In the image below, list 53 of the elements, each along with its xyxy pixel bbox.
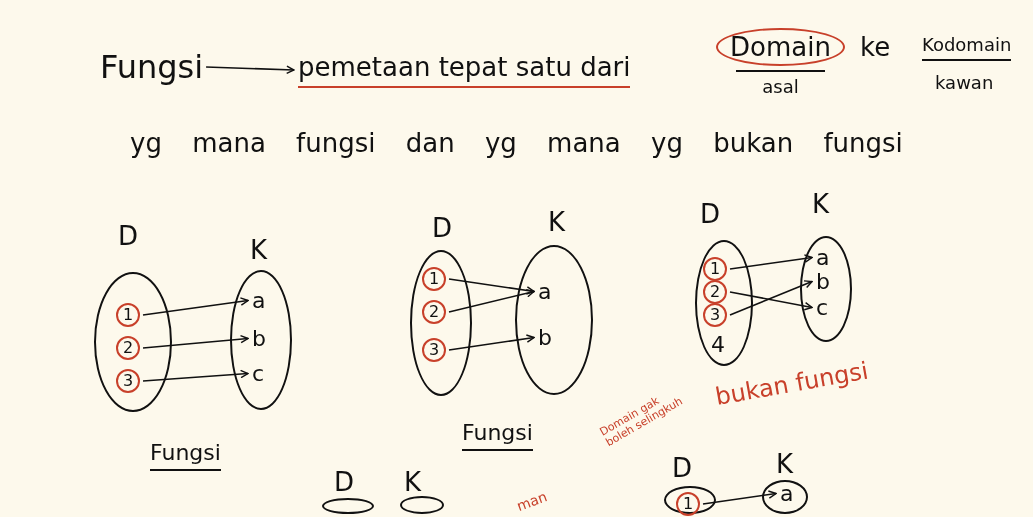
circled-number: 1 [703, 257, 727, 281]
set-element: a [252, 288, 266, 313]
set-label: D [334, 468, 355, 496]
arrow [142, 297, 249, 316]
arrow [205, 65, 295, 75]
arrow [448, 334, 535, 351]
set-element: c [816, 295, 829, 320]
set-element: a [780, 481, 794, 506]
note: yg mana fungsi dan yg mana yg bukan fungsi [130, 128, 903, 158]
note: man [514, 488, 550, 514]
set-label: D [432, 214, 453, 242]
set-label: D [118, 222, 139, 250]
underlined-note: Kodomain [922, 34, 1012, 61]
arrow [702, 490, 777, 505]
circled-number: 1 [676, 492, 700, 516]
circled-word: Domain [716, 28, 845, 66]
arrow [448, 278, 535, 295]
circled-number: 2 [116, 336, 140, 360]
set-element: b [816, 269, 830, 294]
arrow [142, 334, 249, 349]
heading-text: Fungsi [100, 48, 204, 86]
set-label: K [812, 190, 830, 218]
arrow [729, 280, 813, 316]
underlined-note: Fungsi [462, 420, 533, 451]
circled-number: 1 [116, 303, 140, 327]
set-label: K [404, 468, 422, 496]
set-element: a [538, 279, 552, 304]
set-label: D [700, 200, 721, 228]
arrow [448, 288, 535, 313]
set-label: K [776, 450, 794, 478]
set-label: D [672, 454, 693, 482]
circled-number: 2 [703, 280, 727, 304]
annotation: asal [736, 70, 825, 97]
note: bukan fungsi [713, 356, 871, 411]
circled-number: 1 [422, 267, 446, 291]
underlined-note: Fungsi [150, 440, 221, 471]
set-label: K [548, 208, 566, 236]
set-element: b [252, 326, 266, 351]
note: kawan [935, 72, 994, 93]
set-element: a [816, 245, 830, 270]
set-label: K [250, 236, 268, 264]
arrow [142, 369, 249, 382]
arrow [729, 254, 813, 270]
arrow [729, 291, 813, 311]
underlined-text: pemetaan tepat satu dari [298, 52, 631, 88]
circled-number: 3 [116, 369, 140, 393]
circled-number: 3 [422, 338, 446, 362]
circled-number: 3 [703, 303, 727, 327]
note: ke [860, 32, 891, 62]
circled-number: 2 [422, 300, 446, 324]
set-element: b [538, 325, 552, 350]
set-element: 4 [711, 332, 725, 357]
set-element: c [252, 361, 265, 386]
